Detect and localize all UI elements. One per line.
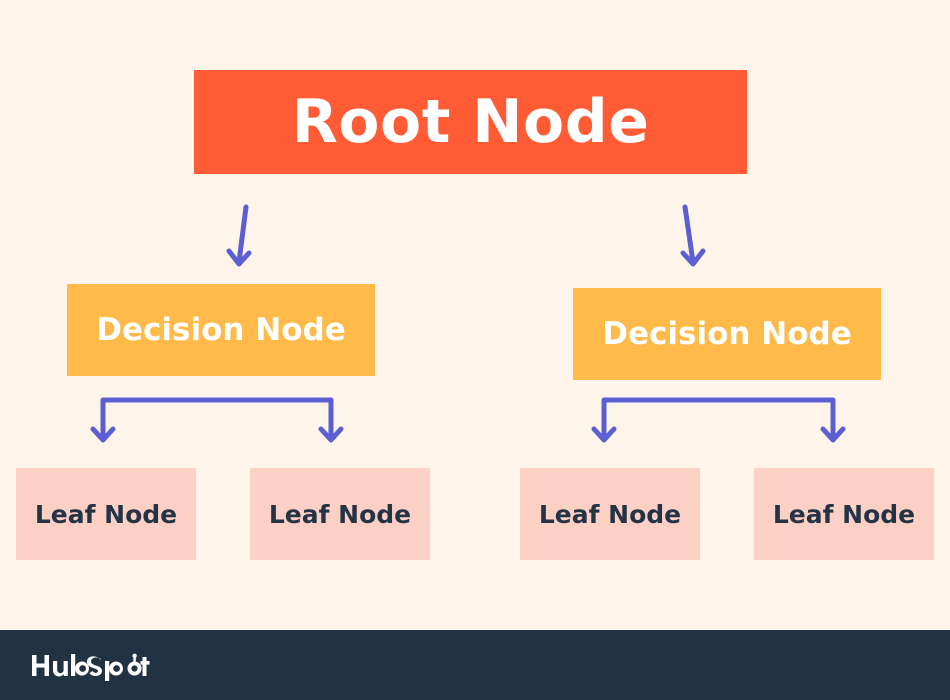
arrowhead-leaf-4 [820,426,846,443]
leaf-node-3: Leaf Node [520,468,700,560]
decision-node-label: Decision Node [602,316,852,352]
arrow-root-to-left-decision [236,204,249,265]
decision-node-label: Decision Node [96,312,346,348]
bracket-right-decision [601,397,836,442]
bracket-left-decision [100,397,334,442]
arrowhead-root-to-right-decision [680,248,706,267]
decision-node-left: Decision Node [67,284,375,376]
leaf-node-label: Leaf Node [268,499,412,529]
arrowhead-leaf-2 [318,426,344,443]
arrowhead-root-to-left-decision [226,248,252,267]
leaf-node-1: Leaf Node [16,468,196,560]
root-node-label: Root Node [291,87,650,157]
leaf-node-4: Leaf Node [754,468,934,560]
decision-node-right: Decision Node [573,288,881,380]
leaf-node-2: Leaf Node [250,468,430,560]
hubspot-logo-icon [32,653,150,681]
leaf-node-label: Leaf Node [34,499,178,529]
root-node: Root Node [194,70,747,174]
leaf-node-label: Leaf Node [538,499,682,529]
diagram-canvas: Root Node Decision Node Decision Node Le… [16,70,934,560]
footer-bar [0,630,950,700]
arrow-root-to-right-decision [682,204,696,265]
arrowhead-leaf-3 [591,426,617,443]
hubspot-logo [32,648,150,682]
leaf-node-label: Leaf Node [772,499,916,529]
arrowhead-leaf-1 [90,426,116,443]
